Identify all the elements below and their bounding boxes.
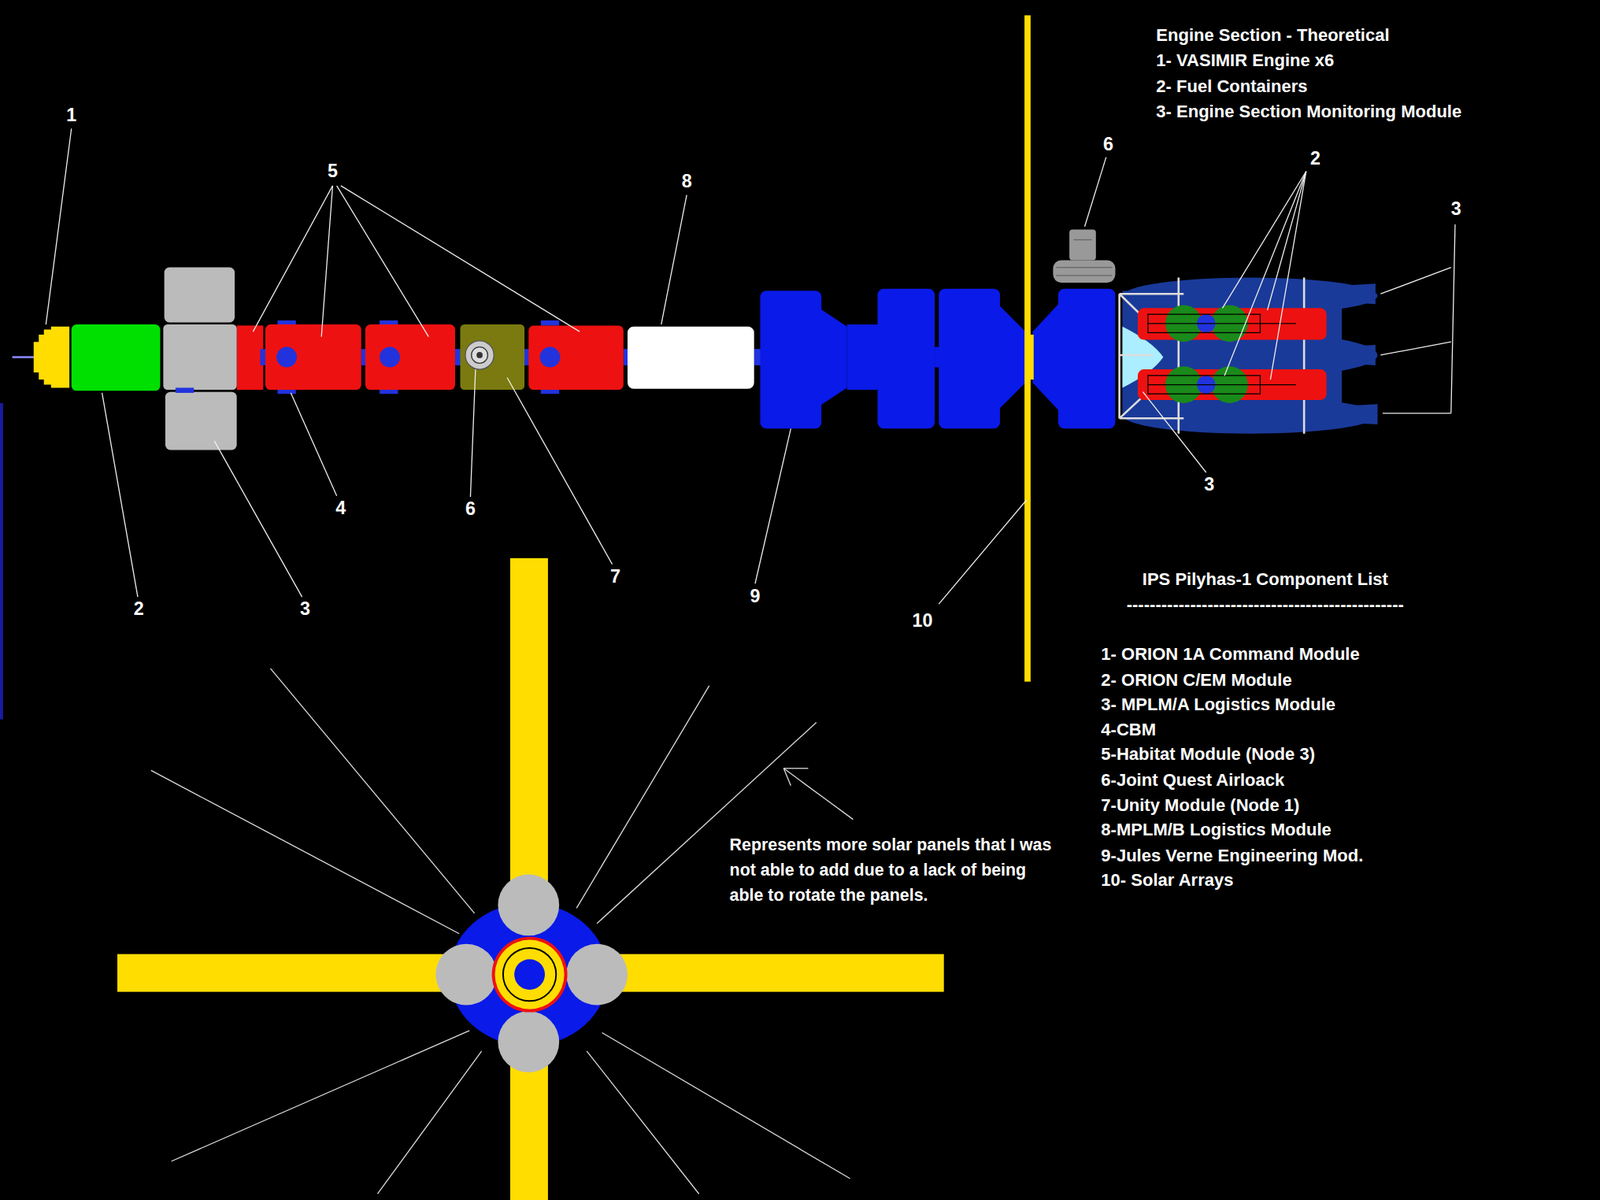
callout-number: 3 xyxy=(1203,474,1215,496)
engine-item: 2- Fuel Containers xyxy=(1155,76,1308,97)
callout-number: 3 xyxy=(300,599,311,620)
component-item: 6-Joint Quest Airloack xyxy=(1100,770,1285,791)
callout-number: 2 xyxy=(133,599,145,620)
callout-number: 1 xyxy=(66,104,77,126)
component-item: 1- ORION 1A Command Module xyxy=(1100,644,1360,666)
callout-number: 6 xyxy=(465,499,476,520)
callout-number: 8 xyxy=(681,171,693,193)
callout-number: 4 xyxy=(335,497,346,519)
component-item: 4-CBM xyxy=(1100,720,1156,741)
component-item: 9-Jules Verne Engineering Mod. xyxy=(1100,845,1363,867)
callout-number: 7 xyxy=(610,566,621,587)
callout-number: 5 xyxy=(327,161,338,182)
callout-number: 9 xyxy=(750,585,761,607)
component-item: 3- MPLM/A Logistics Module xyxy=(1100,695,1336,716)
callout-number: 3 xyxy=(1451,199,1462,220)
component-item: 5-Habitat Module (Node 3) xyxy=(1100,745,1315,767)
list-heading: IPS Pilyhas-1 Component List xyxy=(1142,569,1389,590)
callout-number: 2 xyxy=(1310,148,1321,169)
callout-number: 10 xyxy=(912,610,934,631)
engine-item: 1- VASIMIR Engine x6 xyxy=(1155,51,1334,72)
callout-number: 6 xyxy=(1103,133,1114,155)
engine-item: 3- Engine Section Monitoring Module xyxy=(1155,102,1462,123)
section-heading: Engine Section - Theoretical xyxy=(1155,25,1389,46)
divider-text: ----------------------------------------… xyxy=(1126,595,1404,616)
component-item: 8-MPLM/B Logistics Module xyxy=(1100,820,1332,841)
component-item: 2- ORION C/EM Module xyxy=(1100,670,1292,691)
component-item: 10- Solar Arrays xyxy=(1100,870,1234,892)
component-item: 7-Unity Module (Node 1) xyxy=(1100,795,1300,816)
note-text: Represents more solar panels that I was … xyxy=(729,831,1062,908)
